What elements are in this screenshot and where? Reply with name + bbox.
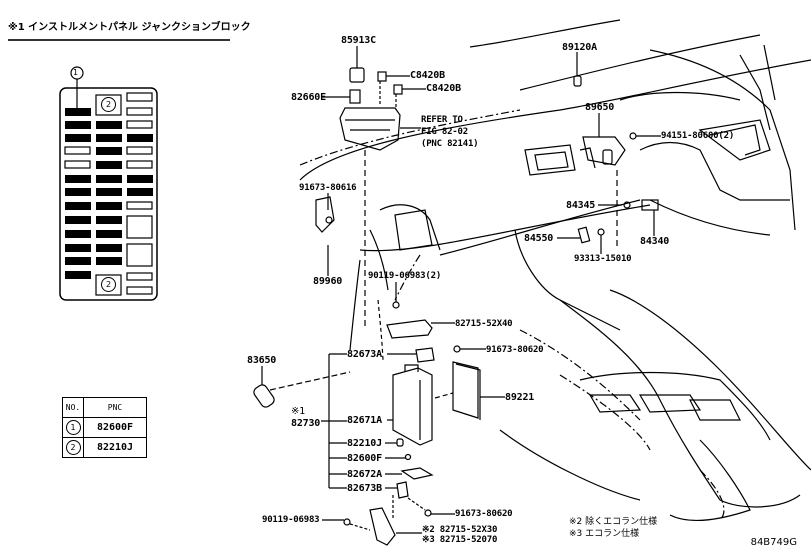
- fuse-slot-filled: [96, 147, 122, 155]
- fuse-slot-filled: [127, 175, 153, 183]
- part-label: C8420B: [410, 70, 445, 81]
- fuse-slot-filled: [65, 202, 91, 210]
- part-label: 89221: [505, 392, 535, 403]
- row-number: 2: [65, 440, 81, 455]
- part-label: 82672A: [347, 469, 382, 480]
- fuse-slot-empty: [126, 286, 153, 295]
- part-label: 89960: [313, 276, 343, 287]
- instrument-panel-outline: [299, 19, 811, 522]
- part-label: 91673-80620: [455, 509, 513, 519]
- refer-note: REFER TO: [421, 115, 463, 125]
- parts-drawings: [253, 46, 661, 546]
- part-label: ※2 82715-52X30: [422, 525, 498, 535]
- fuse-slot-filled: [65, 244, 91, 252]
- fuse-slot-filled: [96, 134, 122, 142]
- fuse-slot-filled: [96, 230, 122, 238]
- part-label: 83650: [247, 355, 277, 366]
- fuse-slot-filled: [96, 202, 122, 210]
- fuse-slot-empty: [126, 201, 153, 210]
- part-label: 82660E: [291, 92, 326, 103]
- header-no: NO.: [62, 397, 84, 418]
- relay-slot: [126, 215, 153, 239]
- fuse-slot-empty: [126, 160, 153, 169]
- fuse-slot-filled: [65, 257, 91, 265]
- refer-note: FIG 82-02: [421, 127, 468, 137]
- fuse-slot-filled: [96, 161, 122, 169]
- fuse-slot-filled: [65, 230, 91, 238]
- fuse-slot-empty: [64, 146, 91, 155]
- part-label: 90119-06983: [262, 515, 320, 525]
- part-label: 91673-80616: [299, 183, 357, 193]
- fuse-slot-filled: [96, 175, 122, 183]
- part-label: 93313-15010: [574, 254, 632, 264]
- table-header-row: NO. PNC: [62, 397, 147, 418]
- callout-2-top: 2: [101, 97, 116, 112]
- figure-code: 84B749G: [750, 537, 797, 548]
- part-label: 89120A: [562, 42, 597, 53]
- footnote-3: ※3 エコラン仕様: [569, 529, 640, 539]
- table-row: 1 82600F: [62, 417, 147, 438]
- fuse-slot-filled: [96, 188, 122, 196]
- fuse-slot-filled: [96, 244, 122, 252]
- part-label: 89650: [585, 102, 615, 113]
- part-label: C8420B: [426, 83, 461, 94]
- part-label: 82673A: [347, 349, 382, 360]
- title-underline: [8, 39, 230, 41]
- fuse-slot-filled: [65, 175, 91, 183]
- part-label: 82673B: [347, 483, 382, 494]
- table-row: 2 82210J: [62, 437, 147, 458]
- part-label: 84345: [566, 200, 596, 211]
- footnote-2: ※2 除くエコラン仕様: [569, 517, 658, 527]
- pnc-table: NO. PNC 1 82600F 2 82210J: [62, 397, 147, 458]
- fuse-slot-filled: [65, 216, 91, 224]
- fuse-slot-filled: [96, 216, 122, 224]
- fuse-slot-empty: [126, 120, 153, 129]
- part-label: 94151-80600(2): [661, 131, 735, 141]
- fuse-slot-filled: [65, 108, 91, 116]
- part-label: 91673-80620: [486, 345, 544, 355]
- row-pnc: 82210J: [83, 437, 147, 458]
- fuse-slot-filled: [127, 188, 153, 196]
- part-label: ※3 82715-52070: [422, 535, 498, 545]
- fuse-slot-filled: [65, 188, 91, 196]
- row-pnc: 82600F: [83, 417, 147, 438]
- fuse-slot-filled: [65, 271, 91, 279]
- refer-note: (PNC 82141): [421, 139, 479, 149]
- part-label: 82210J: [347, 438, 382, 449]
- fuse-slot-empty: [64, 160, 91, 169]
- row-number: 1: [65, 420, 81, 435]
- part-label: 84550: [524, 233, 554, 244]
- header-pnc: PNC: [83, 397, 147, 418]
- junction-block-fuse-map: [59, 66, 158, 301]
- fuse-slot-filled: [127, 134, 153, 142]
- callout-2-bottom: 2: [101, 277, 116, 292]
- fuse-slot-filled: [96, 257, 122, 265]
- callout-1: 1: [73, 68, 79, 77]
- part-label: 90119-06983(2): [368, 271, 442, 281]
- part-label: 82730: [291, 418, 321, 429]
- fuse-slot-empty: [126, 107, 153, 116]
- part-label: 82671A: [347, 415, 382, 426]
- part-label: 85913C: [341, 35, 376, 46]
- fuse-slot-filled: [65, 121, 91, 129]
- fuse-slot-filled: [96, 121, 122, 129]
- part-label: 82715-52X40: [455, 319, 513, 329]
- page-title: ※1 インストルメントパネル ジャンクションブロック: [8, 22, 251, 33]
- part-label: 84340: [640, 236, 670, 247]
- fuse-slot-empty: [126, 92, 153, 102]
- fuse-slot-empty: [126, 272, 153, 281]
- fuse-slot-filled: [65, 134, 91, 142]
- part-label: 82600F: [347, 453, 382, 464]
- fuse-slot-empty: [126, 146, 153, 155]
- note-mark: ※1: [291, 406, 305, 417]
- relay-slot: [126, 243, 153, 267]
